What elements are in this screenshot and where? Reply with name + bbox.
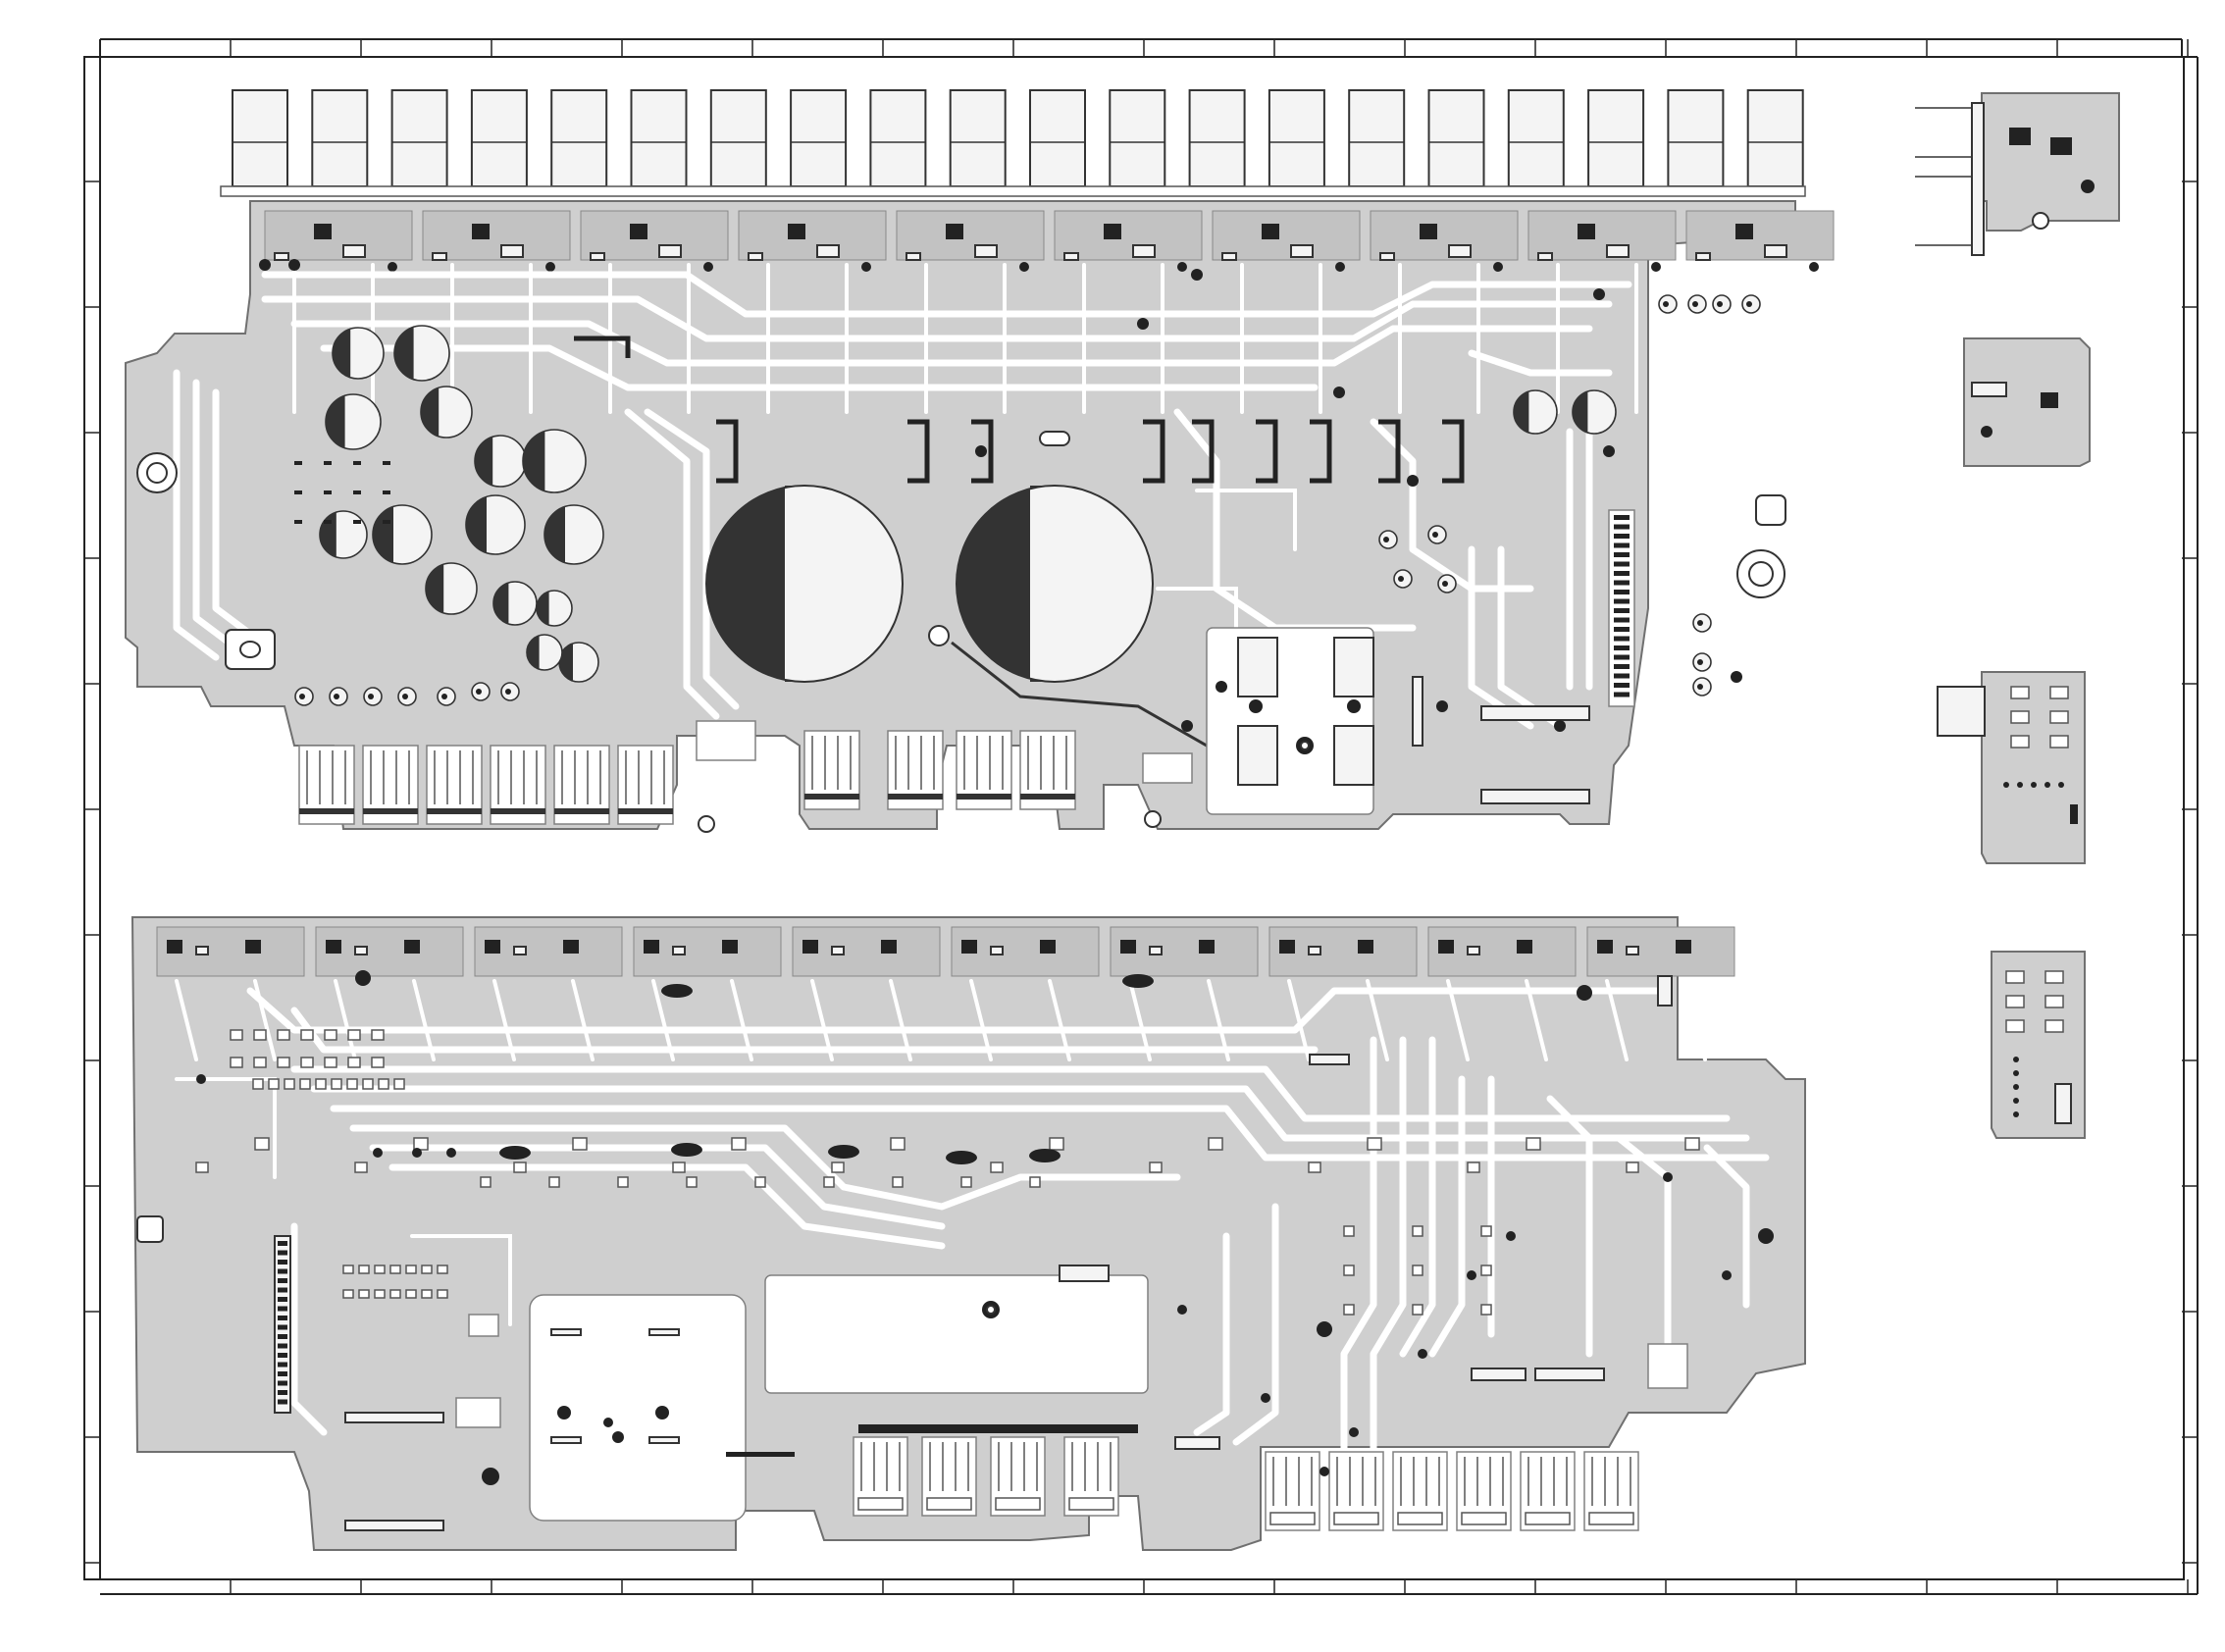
output-jack xyxy=(791,90,846,186)
jack-board-1 xyxy=(1915,93,2119,255)
output-jack xyxy=(312,90,367,186)
output-jack xyxy=(1349,90,1404,186)
output-jack xyxy=(870,90,925,186)
output-jack xyxy=(1668,90,1723,186)
output-jack xyxy=(1509,90,1564,186)
output-jack xyxy=(1190,90,1245,186)
jack-board-4 xyxy=(1992,952,2085,1138)
output-jack xyxy=(1588,90,1643,186)
main-amp-board xyxy=(126,90,1834,832)
output-jack xyxy=(632,90,687,186)
output-jack-row xyxy=(233,90,1803,186)
output-jack xyxy=(1748,90,1803,186)
jack-board-2 xyxy=(1964,338,2090,466)
output-jack xyxy=(951,90,1006,186)
output-jack xyxy=(392,90,447,186)
output-jack xyxy=(1269,90,1324,186)
output-jack xyxy=(233,90,287,186)
output-jack xyxy=(711,90,766,186)
output-jack xyxy=(472,90,527,186)
output-jack xyxy=(1110,90,1164,186)
jack-board-3 xyxy=(1938,672,2085,863)
dsp-board xyxy=(132,917,1805,1550)
output-jack xyxy=(551,90,606,186)
output-jack xyxy=(1030,90,1085,186)
output-jack xyxy=(1429,90,1484,186)
